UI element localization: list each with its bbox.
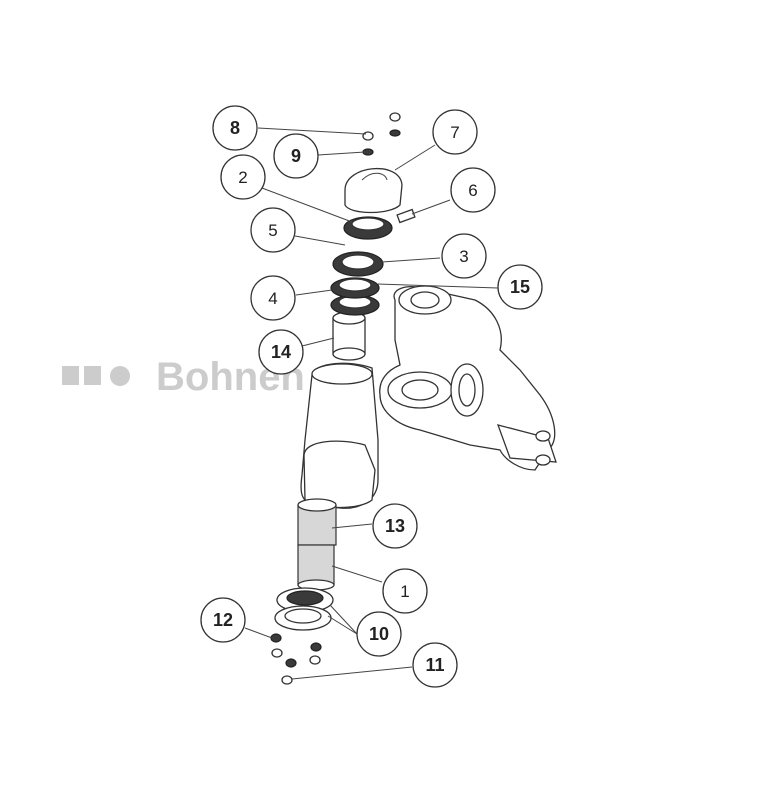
callout-label-2: 2 [238,168,247,187]
callout-label-14: 14 [271,342,291,362]
callout-14: 14 [258,329,304,375]
callout-10: 10 [356,611,402,657]
callout-1: 1 [382,568,428,614]
callout-label-15: 15 [510,277,530,297]
callout-label-1: 1 [400,582,409,601]
callout-label-8: 8 [230,118,240,138]
callout-label-3: 3 [459,247,468,266]
watermark-dot [110,366,130,386]
lower-seal [274,587,334,631]
kingpin-housing [300,362,379,509]
callout-6: 6 [450,167,496,213]
watermark-square-1 [62,366,79,385]
knuckle-housing [379,285,557,471]
cap [344,167,403,214]
callout-5: 5 [250,207,296,253]
callout-label-7: 7 [450,123,459,142]
callout-4: 4 [250,275,296,321]
callout-11: 11 [412,642,458,688]
watermark-square-2 [84,366,101,385]
callout-label-6: 6 [468,181,477,200]
callout-12: 12 [200,597,246,643]
bushing [332,311,366,361]
callout-7: 7 [432,109,478,155]
callout-3: 3 [441,233,487,279]
leader-lines [244,127,499,680]
callout-label-9: 9 [291,146,301,166]
lower-bolts [270,633,322,685]
callout-15: 15 [497,264,543,310]
callout-label-12: 12 [213,610,233,630]
kingpin-shaft [297,498,337,591]
seal-ring [343,216,393,240]
callout-label-10: 10 [369,624,389,644]
callout-2: 2 [220,154,266,200]
callout-9: 9 [273,133,319,179]
callout-label-4: 4 [268,289,277,308]
callout-label-13: 13 [385,516,405,536]
callout-8: 8 [212,105,258,151]
callout-13: 13 [372,503,418,549]
callout-label-11: 11 [425,655,444,675]
callout-label-5: 5 [268,221,277,240]
bearing-ring-stack [330,251,384,316]
